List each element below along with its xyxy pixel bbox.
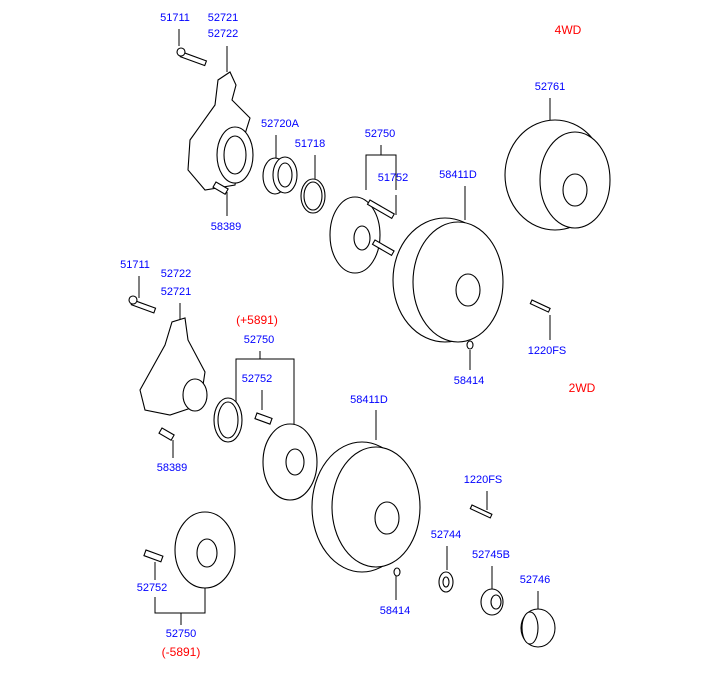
part-shape [285,448,305,476]
part-shape [277,162,293,188]
variant-label-upper: (+5891) [236,313,278,327]
pin-58414-4wd [466,340,474,350]
part-label[interactable]: 58414 [453,375,485,387]
part-shape [217,401,239,439]
part-shape [366,199,396,220]
part-label[interactable]: 52761 [534,81,566,93]
part-shape [182,378,208,412]
part-label[interactable]: 52722 [160,268,192,280]
part-label[interactable]: 52720A [261,118,299,130]
washer-52744 [438,571,454,593]
part-label[interactable]: 1220FS [463,474,503,486]
disc-58411D-2wd [311,441,421,573]
abs-ring [213,397,243,443]
screw-1220FS-4wd [529,299,551,313]
part-shape [490,594,502,610]
bolt-58389-4wd [212,181,229,195]
hub-4wd [329,196,396,274]
part-label[interactable]: 51711 [120,259,150,271]
variant-label-lower: (-5891) [161,645,201,659]
part-label[interactable]: 58414 [379,605,411,617]
part-shape [529,299,551,313]
part-label[interactable]: 52722 [207,28,239,40]
drum-52761 [504,119,611,231]
part-label[interactable]: 1220FS [527,345,567,357]
part-label[interactable]: 52750 [364,128,396,140]
bolt-51711-4wd [176,47,208,67]
part-label[interactable]: 52721 [160,286,192,298]
hub-2wd-lower [174,511,236,589]
part-label[interactable]: 51752 [377,172,409,184]
part-label[interactable]: 52750 [243,334,275,346]
part-label[interactable]: 52752 [241,373,273,385]
part-label[interactable]: 52746 [519,574,551,586]
part-label[interactable]: 52744 [430,529,462,541]
part-shape [212,181,229,195]
part-label[interactable]: 52750 [165,628,197,640]
screw-1220FS-2wd [469,504,493,519]
part-label[interactable]: 58389 [156,462,188,474]
part-shape [158,427,175,441]
part-label[interactable]: 51718 [294,138,326,150]
pin-58414-2wd [393,567,401,577]
bolt-51711-2wd [128,295,157,314]
part-label[interactable]: 52745B [472,549,510,561]
section-title-2wd: 2WD [568,381,596,395]
part-shape [223,135,247,175]
part-shape [562,173,588,207]
bearing [262,156,298,195]
part-shape [374,501,400,535]
part-shape [442,576,450,588]
part-shape [521,611,539,645]
part-label[interactable]: 58411D [439,169,477,181]
part-shape [455,273,481,307]
nut-52745B [480,588,504,616]
knuckle-4wd [187,71,254,191]
part-shape [353,225,371,251]
part-label[interactable]: 52752 [136,582,168,594]
part-shape [303,181,323,211]
stud-52752-lower [143,549,164,563]
part-shape [331,446,421,568]
part-label[interactable]: 51711 [160,12,190,24]
cap-52746 [520,608,556,648]
part-shape [196,538,218,568]
disc-58411D-4wd [392,217,504,343]
bolt-58389-2wd [158,427,175,441]
hub-2wd-upper [262,423,318,501]
stud-52752-upper [254,412,273,425]
section-title-4wd: 4WD [554,23,582,37]
part-label[interactable]: 58411D [350,394,388,406]
snap-ring [300,178,326,214]
knuckle-2wd [139,317,208,416]
part-label[interactable]: 58389 [210,221,242,233]
part-label[interactable]: 52721 [207,12,239,24]
part-shape [371,239,395,257]
